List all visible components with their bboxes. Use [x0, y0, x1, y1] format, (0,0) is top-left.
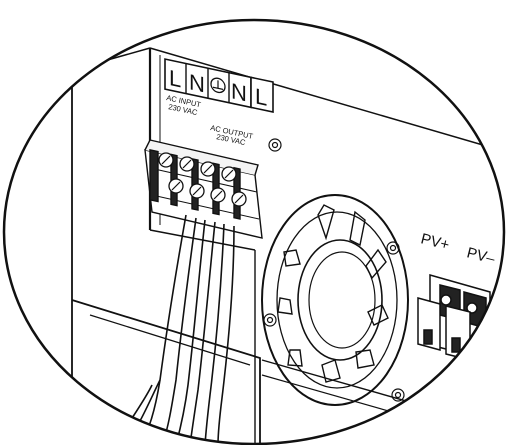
ac-cables	[114, 214, 235, 444]
terminal-letter-boxes: L N N L	[164, 58, 274, 113]
letter-L-input: L	[169, 65, 181, 92]
letter-N-output: N	[231, 78, 247, 106]
ground-icon	[210, 77, 226, 94]
fan-mount-screws	[263, 138, 405, 402]
cooling-fan	[261, 138, 409, 406]
letter-N-input: N	[189, 69, 205, 97]
ac-terminal-block	[144, 139, 263, 239]
pv-connectors	[417, 274, 491, 361]
pv-plus-label: PV+	[419, 230, 451, 254]
magnifier-outline	[2, 18, 506, 445]
pv-minus-label: PV–	[465, 244, 497, 268]
magnified-view: L N N L AC INPUT 230 VAC AC OUTPUT 230 V…	[71, 47, 504, 444]
letter-L-output: L	[255, 83, 267, 110]
fan-grille-slots	[277, 204, 389, 383]
